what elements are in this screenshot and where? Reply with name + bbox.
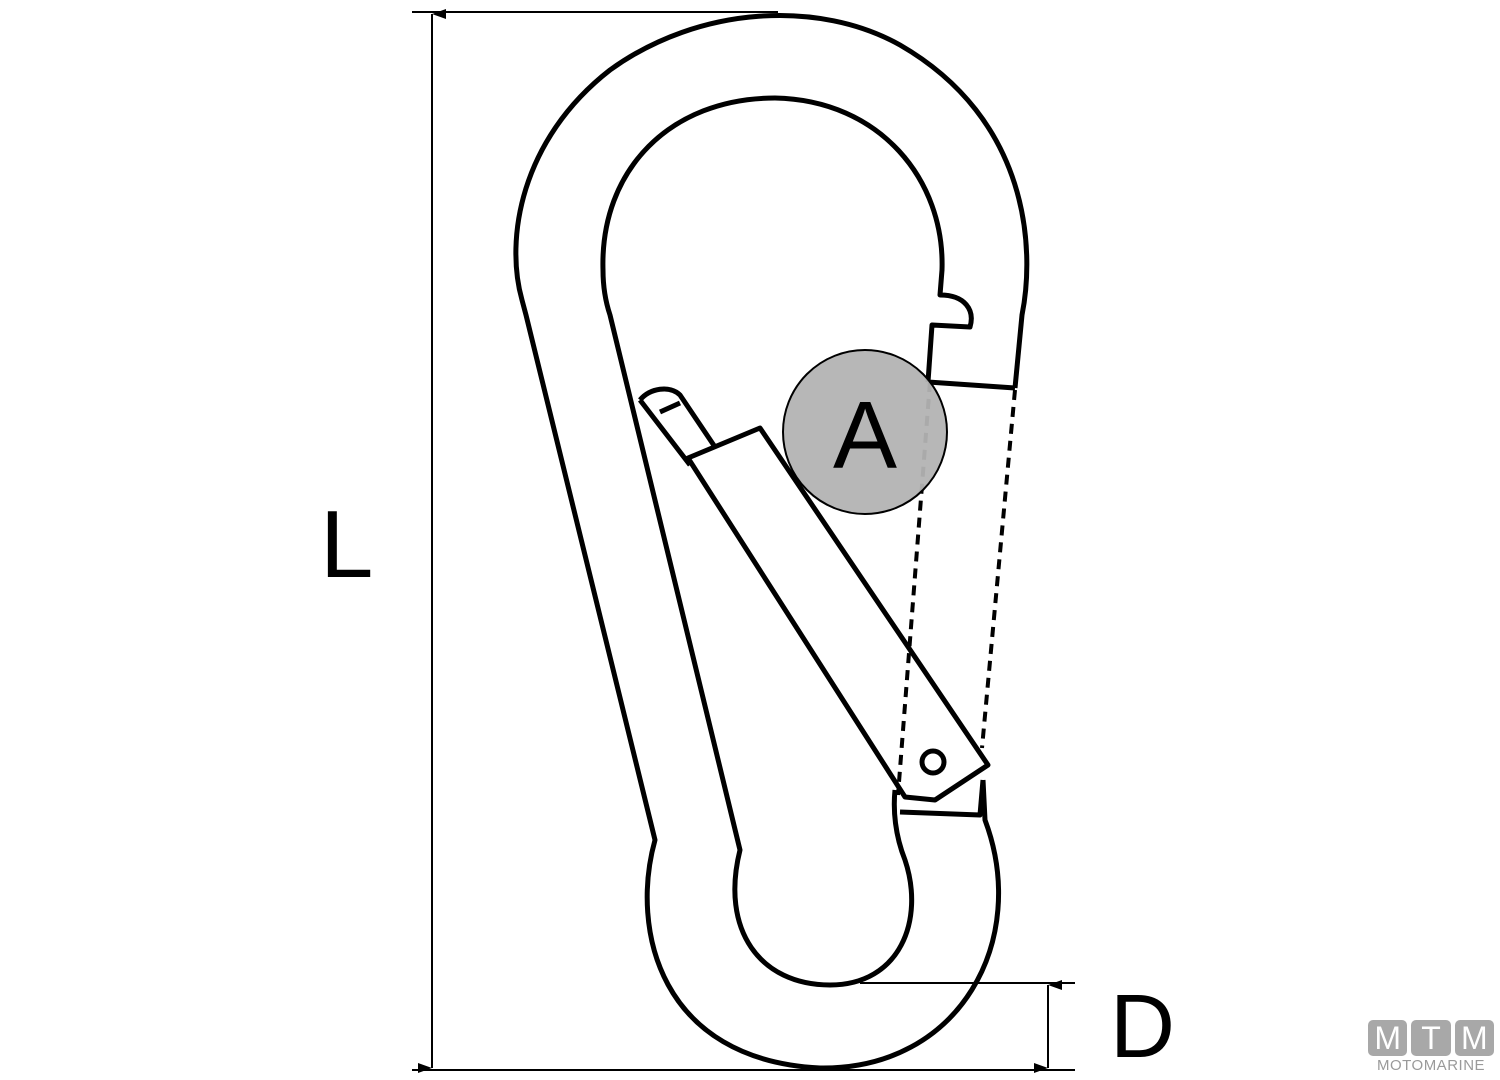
gate-hinge-base (899, 779, 986, 818)
gate-body (685, 425, 991, 803)
length-label: L (320, 491, 373, 598)
logo-letter: T (1411, 1020, 1451, 1056)
mtm-logo: M T M MOTOMARINE (1368, 1020, 1494, 1074)
carabiner-inner-contour (600, 95, 1016, 988)
gate-piston (638, 386, 718, 467)
carabiner-outer-contour (513, 13, 1030, 1071)
logo-brand: MOTOMARINE (1376, 1057, 1486, 1074)
diameter-label: D (1110, 977, 1175, 1077)
detail-a-marker (782, 349, 948, 515)
logo-letter: M (1368, 1020, 1408, 1056)
detail-label: A (833, 382, 897, 489)
gate-open-line (980, 389, 1017, 749)
logo-letter: M (1454, 1020, 1494, 1056)
gate-pivot (919, 748, 947, 776)
